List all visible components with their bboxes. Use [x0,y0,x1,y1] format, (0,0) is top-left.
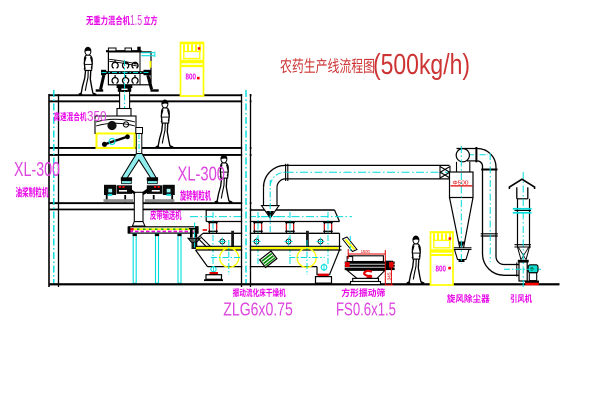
svg-text:1.5: 1.5 [130,12,142,29]
svg-text:(500kg/h): (500kg/h) [373,49,470,81]
svg-text:345: 345 [387,272,393,280]
svg-text:Φ500: Φ500 [453,181,469,187]
svg-text:350: 350 [87,108,107,125]
svg-text:800: 800 [186,73,197,82]
svg-text:800: 800 [436,265,447,274]
svg-text:FS0.6x1.5: FS0.6x1.5 [336,299,396,320]
svg-text:XL-300: XL-300 [178,164,226,186]
svg-text:XL-300: XL-300 [14,159,60,181]
svg-text:ZLG6x0.75: ZLG6x0.75 [223,299,292,320]
svg-text:1500: 1500 [361,249,370,255]
